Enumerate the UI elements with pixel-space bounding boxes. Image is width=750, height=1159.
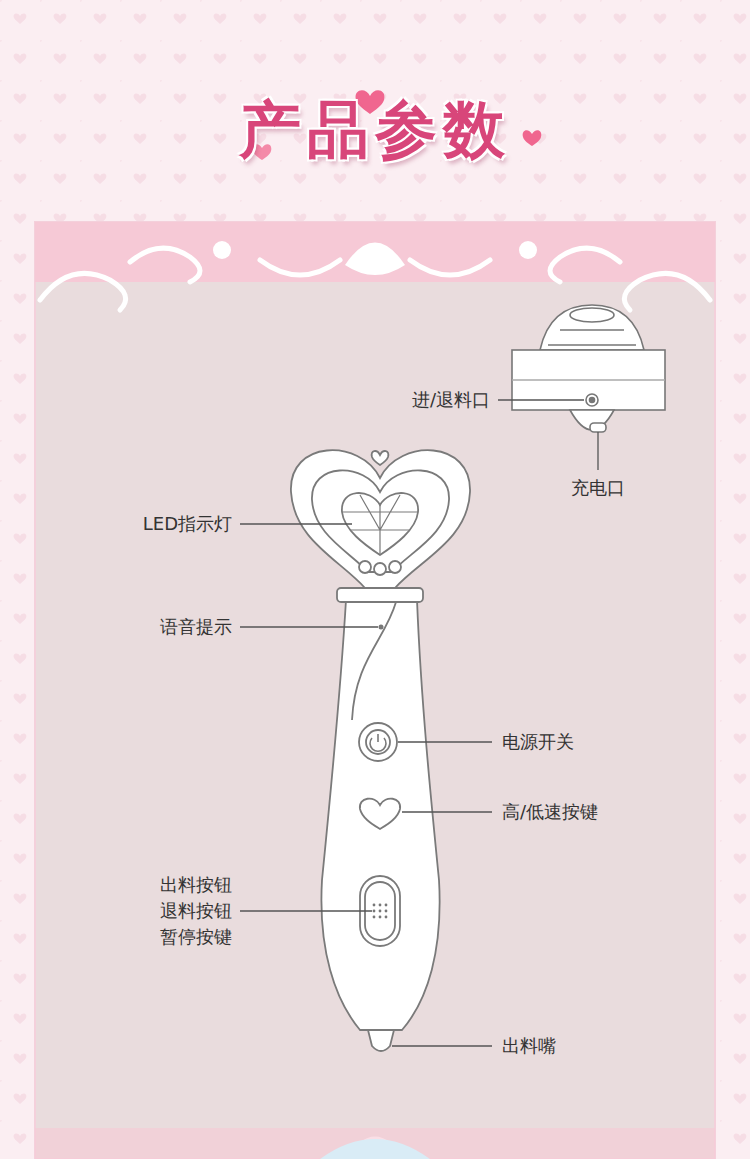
panel-header-band (35, 222, 715, 282)
leader-lines (240, 400, 598, 1046)
speaker-hole (379, 625, 384, 630)
part-label: 出料按钮 退料按钮 暂停按键 (152, 872, 232, 950)
part-label: 高/低速按键 (502, 799, 598, 825)
pen-end-view (512, 305, 665, 432)
part-label: 进/退料口 (412, 387, 490, 413)
page-title: 产品参数 (239, 88, 511, 172)
panel (35, 222, 715, 1159)
part-label: 充电口 (571, 475, 625, 501)
title-heart (523, 130, 542, 146)
part-label: 电源开关 (502, 729, 574, 755)
footer-ornament (320, 1139, 430, 1159)
pen-body (321, 588, 439, 1051)
part-label: 语音提示 (160, 614, 232, 640)
panel-footer-band (35, 1128, 715, 1159)
part-label: 出料嘴 (502, 1033, 556, 1059)
heart-crown (291, 450, 470, 588)
shell-ornament (213, 241, 537, 1159)
part-label: LED指示灯 (143, 511, 232, 537)
button-dots (373, 904, 388, 919)
